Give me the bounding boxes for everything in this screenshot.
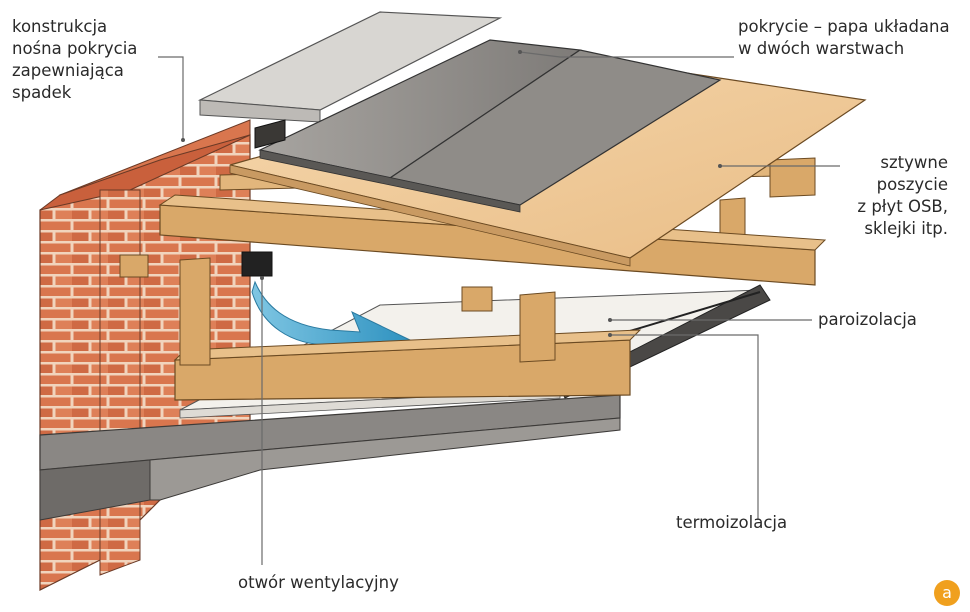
- label-line: poszycie: [876, 175, 948, 194]
- label-pokrycie: pokrycie – papa układana w dwóch warstwa…: [738, 16, 950, 60]
- label-line: w dwóch warstwach: [738, 39, 905, 58]
- label-line: sztywne: [880, 153, 948, 172]
- label-line: z płyt OSB,: [857, 197, 948, 216]
- label-line: sklejki itp.: [864, 219, 948, 238]
- label-otwor-wentylacyjny: otwór wentylacyjny: [238, 573, 399, 592]
- leader-lines: [158, 51, 840, 565]
- ventilation-opening: [241, 251, 273, 277]
- label-line: spadek: [12, 83, 72, 102]
- figure-badge: a: [934, 580, 960, 606]
- label-paroizolacja: paroizolacja: [818, 310, 917, 329]
- roofing-felt: [258, 39, 722, 213]
- label-konstrukcja: konstrukcja nośna pokrycia zapewniająca …: [12, 16, 137, 104]
- label-line: pokrycie – papa układana: [738, 17, 950, 36]
- parapet-cap: [197, 11, 503, 123]
- label-poszycie: sztywne poszycie z płyt OSB, sklejki itp…: [857, 152, 948, 240]
- leader-dots: [181, 50, 722, 337]
- label-line: zapewniająca: [12, 61, 124, 80]
- label-line: konstrukcja: [12, 17, 108, 36]
- label-line: nośna pokrycia: [12, 39, 138, 58]
- label-termoizolacja: termoizolacja: [676, 513, 788, 532]
- concrete-slab: [39, 394, 621, 521]
